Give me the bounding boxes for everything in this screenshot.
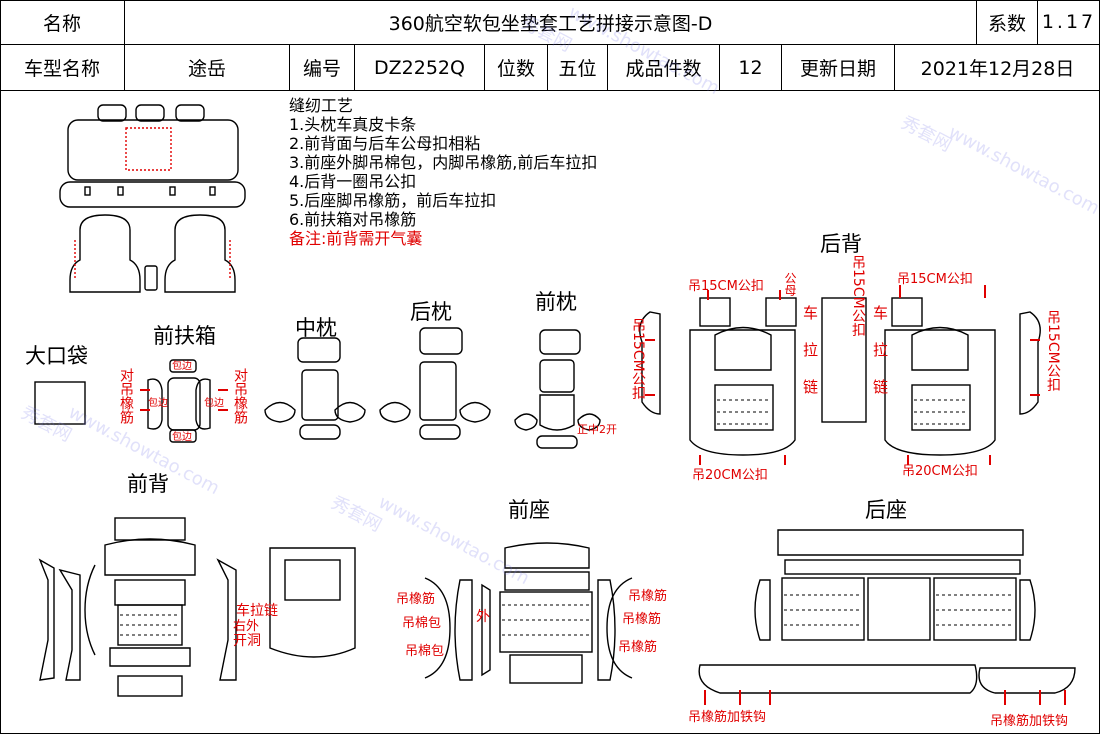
note-rb-hang15-right: 吊15CM公扣 [1045,310,1061,392]
process-step: 1.头枕车真皮卡条 [289,115,417,134]
front-back-pieces [38,517,356,697]
front-seat-pieces [424,542,633,684]
note-rb-hang20-left: 吊20CM公扣 [692,468,768,483]
note-fb-zip: 车拉链 [236,603,278,619]
rear-seat-pieces [698,529,1076,694]
process-note: 备注:前背需开气囊 [289,229,423,248]
note-fs-elastic-left: 吊橡筋 [396,592,436,607]
label-middle-headrest: 中枕 [295,316,337,340]
note-rs-hook-right: 吊橡筋加铁钩 [990,714,1069,729]
coef-value: 1.17 [1041,11,1097,33]
note-fs-elastic-right-2: 吊橡筋 [622,612,662,627]
note-fs-elastic-right-1: 吊橡筋 [628,589,668,604]
note-rb-hang15-center: 吊15CM公扣 [850,255,866,337]
page-title: 360航空软包坐垫套工艺拼接示意图-D [125,0,977,44]
label-rear-headrest: 后枕 [410,300,452,324]
note-fb-right-outer: 右外 [233,619,260,634]
stitch-lines [120,399,1014,636]
note-armrest-binding-bottom: 包边 [172,432,192,443]
code-label: 编号 [290,45,355,90]
seat-overview-illustration [59,104,246,293]
header-row-2: 车型名称 途岳 编号 DZ2252Q 位数 五位 成品件数 12 更新日期 20… [0,45,1100,91]
note-front-headrest-opening: 正中2开 [577,423,617,436]
note-rb-hang15-top-left: 吊15CM公扣 [688,279,764,294]
pieces-label: 成品件数 [608,45,720,90]
process-step: 2.前背面与后车公母扣相粘 [289,134,481,153]
big-pocket-piece [34,381,86,425]
pieces-value: 12 [720,45,782,90]
date-value: 2021年12月28日 [920,58,1075,80]
label-front-back: 前背 [127,472,169,496]
note-rb-zip-left: 车拉链 [801,305,819,416]
seats-label: 位数 [485,45,548,90]
note-rb-zip-right: 车拉链 [871,305,889,416]
middle-headrest-pieces [264,337,366,440]
model-label: 车型名称 [0,45,125,90]
note-armrest-right: 对吊橡筋 [232,368,248,424]
header-row-1: 名称 360航空软包坐垫套工艺拼接示意图-D 系数 1.17 [0,0,1100,45]
process-step: 6.前扶箱对吊橡筋 [289,210,417,229]
rear-back-pieces [639,297,1041,456]
note-fb-open-hole: 开洞 [233,633,261,649]
label-front-seat: 前座 [508,498,550,522]
name-label: 名称 [0,0,125,44]
note-fs-cotton-left-1: 吊棉包 [402,616,442,631]
label-rear-seat: 后座 [865,498,907,522]
note-armrest-left: 对吊橡筋 [118,368,134,424]
model-value: 途岳 [125,45,290,90]
note-rb-hang15-top-right: 吊15CM公扣 [897,272,973,287]
coef-label: 系数 [977,0,1038,44]
date-label: 更新日期 [782,45,895,90]
note-rb-hang20-right: 吊20CM公扣 [902,464,978,479]
note-armrest-binding-left: 包边 [148,398,168,409]
note-rb-hang15-left: 吊15CM公扣 [630,318,646,400]
note-armrest-binding-right: 包边 [204,398,224,409]
label-front-headrest: 前枕 [535,290,577,314]
process-notes: 缝纫工艺 1.头枕车真皮卡条 2.前背面与后车公母扣相粘 3.前座外脚吊棉包，内… [289,96,597,248]
label-rear-back: 后背 [820,232,862,256]
annotation-arrows [140,285,1066,705]
note-fs-elastic-right-3: 吊橡筋 [618,640,658,655]
process-step: 5.后座脚吊橡筋，前后车拉扣 [289,191,497,210]
note-armrest-binding-top: 包边 [172,361,192,372]
front-headrest-pieces [514,329,601,449]
note-fs-outer: 外 [476,609,490,625]
rear-headrest-pieces [379,327,491,440]
note-rs-hook-left: 吊橡筋加铁钩 [688,710,767,725]
label-front-armrest: 前扶箱 [153,324,216,348]
note-rb-male-female: 公母 [783,272,797,296]
label-big-pocket: 大口袋 [25,344,88,368]
process-step: 3.前座外脚吊棉包，内脚吊橡筋,前后车拉扣 [289,153,598,172]
note-fs-cotton-left-2: 吊棉包 [405,644,445,659]
code-value: DZ2252Q [355,45,485,90]
process-heading: 缝纫工艺 [289,96,354,115]
front-armrest-pieces [147,359,211,443]
seats-value: 五位 [548,45,608,90]
process-step: 4.后背一圈吊公扣 [289,172,417,191]
